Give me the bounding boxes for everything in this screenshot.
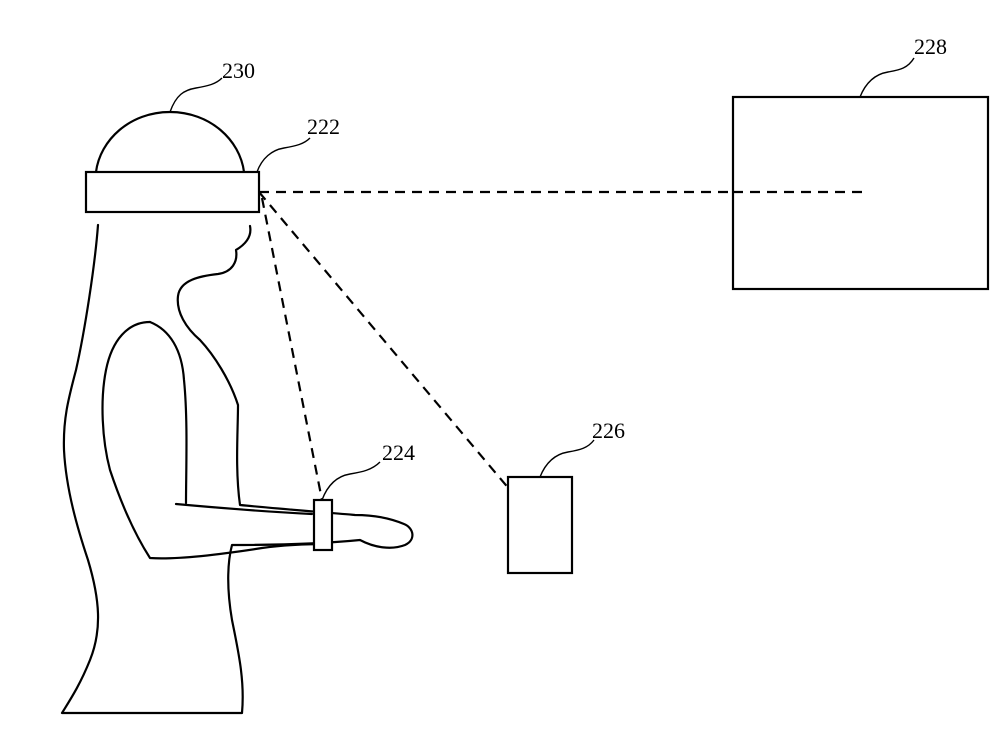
label-230: 230	[222, 58, 255, 83]
label-224: 224	[382, 440, 415, 465]
handheld-device	[506, 475, 574, 575]
leader-line-228	[859, 57, 915, 98]
headset-unit	[84, 170, 261, 214]
user-upper-arm-outline	[148, 320, 188, 505]
label-228: 228	[914, 34, 947, 59]
sight-line-to-handheld	[258, 191, 543, 529]
leader-line-222	[256, 137, 311, 173]
user-head-outline	[94, 110, 246, 174]
wrist-device	[312, 498, 334, 552]
user-torso-outline	[60, 223, 414, 715]
user-forearm-outline	[174, 502, 314, 516]
sight-line-to-wrist	[260, 197, 324, 501]
leader-line-230	[169, 77, 223, 113]
leader-line-226	[539, 439, 595, 478]
leader-line-224	[321, 461, 381, 501]
label-222: 222	[307, 114, 340, 139]
user-arm-outline	[101, 320, 332, 560]
label-226: 226	[592, 418, 625, 443]
